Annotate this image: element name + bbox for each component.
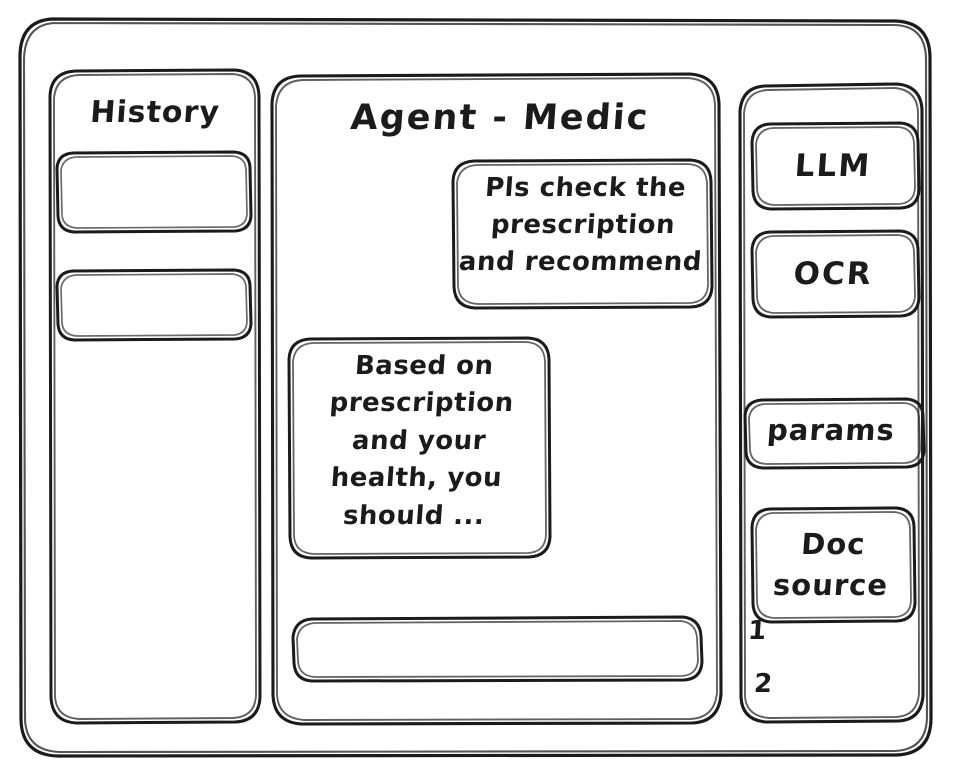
history-panel: [50, 70, 260, 723]
tools-panel: [740, 84, 923, 722]
main-panel: [272, 74, 721, 724]
